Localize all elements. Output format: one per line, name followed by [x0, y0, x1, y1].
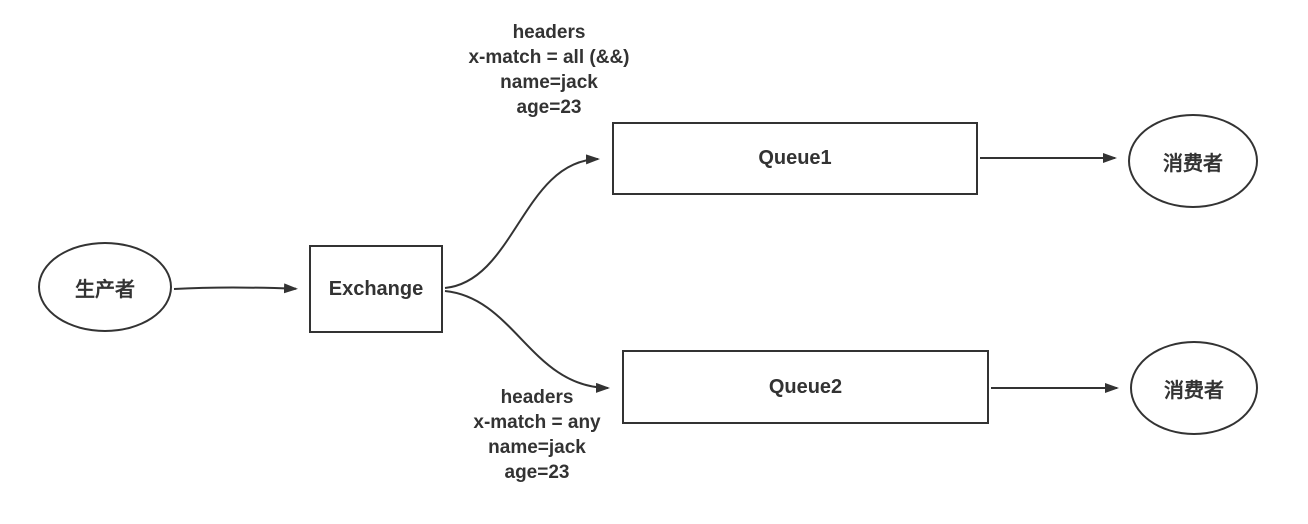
annotation-line: age=23: [516, 97, 582, 118]
producer-node: 生产者: [38, 242, 172, 332]
annotation-line: name=jack: [500, 72, 598, 93]
annotation-line: age=23: [504, 462, 570, 483]
consumer1-label: 消费者: [1163, 152, 1223, 175]
annotation-line: x-match = all (&&): [468, 47, 630, 68]
queue2-node: Queue2: [622, 350, 989, 424]
annotation-line: name=jack: [488, 437, 586, 458]
queue1-label: Queue1: [758, 147, 832, 169]
annotation-line: x-match = any: [473, 412, 601, 433]
consumer2-label: 消费者: [1164, 379, 1224, 402]
producer-label: 生产者: [75, 278, 135, 301]
headers-annotation-top: headers x-match = all (&&) name=jack age…: [429, 20, 669, 120]
edge-exchange-to-queue2: [444, 290, 610, 393]
queue1-node: Queue1: [612, 122, 978, 195]
annotation-line: headers: [500, 387, 574, 408]
queue2-label: Queue2: [768, 375, 843, 398]
annotation-line: headers: [512, 22, 586, 43]
exchange-node: Exchange: [309, 245, 443, 333]
consumer1-node: 消费者: [1128, 114, 1258, 208]
edge-exchange-to-queue1: [444, 154, 600, 289]
headers-annotation-bottom: headers x-match = any name=jack age=23: [417, 385, 657, 485]
edge-producer-to-exchange: [173, 283, 298, 294]
exchange-label: Exchange: [328, 277, 424, 300]
consumer2-node: 消费者: [1130, 341, 1258, 435]
